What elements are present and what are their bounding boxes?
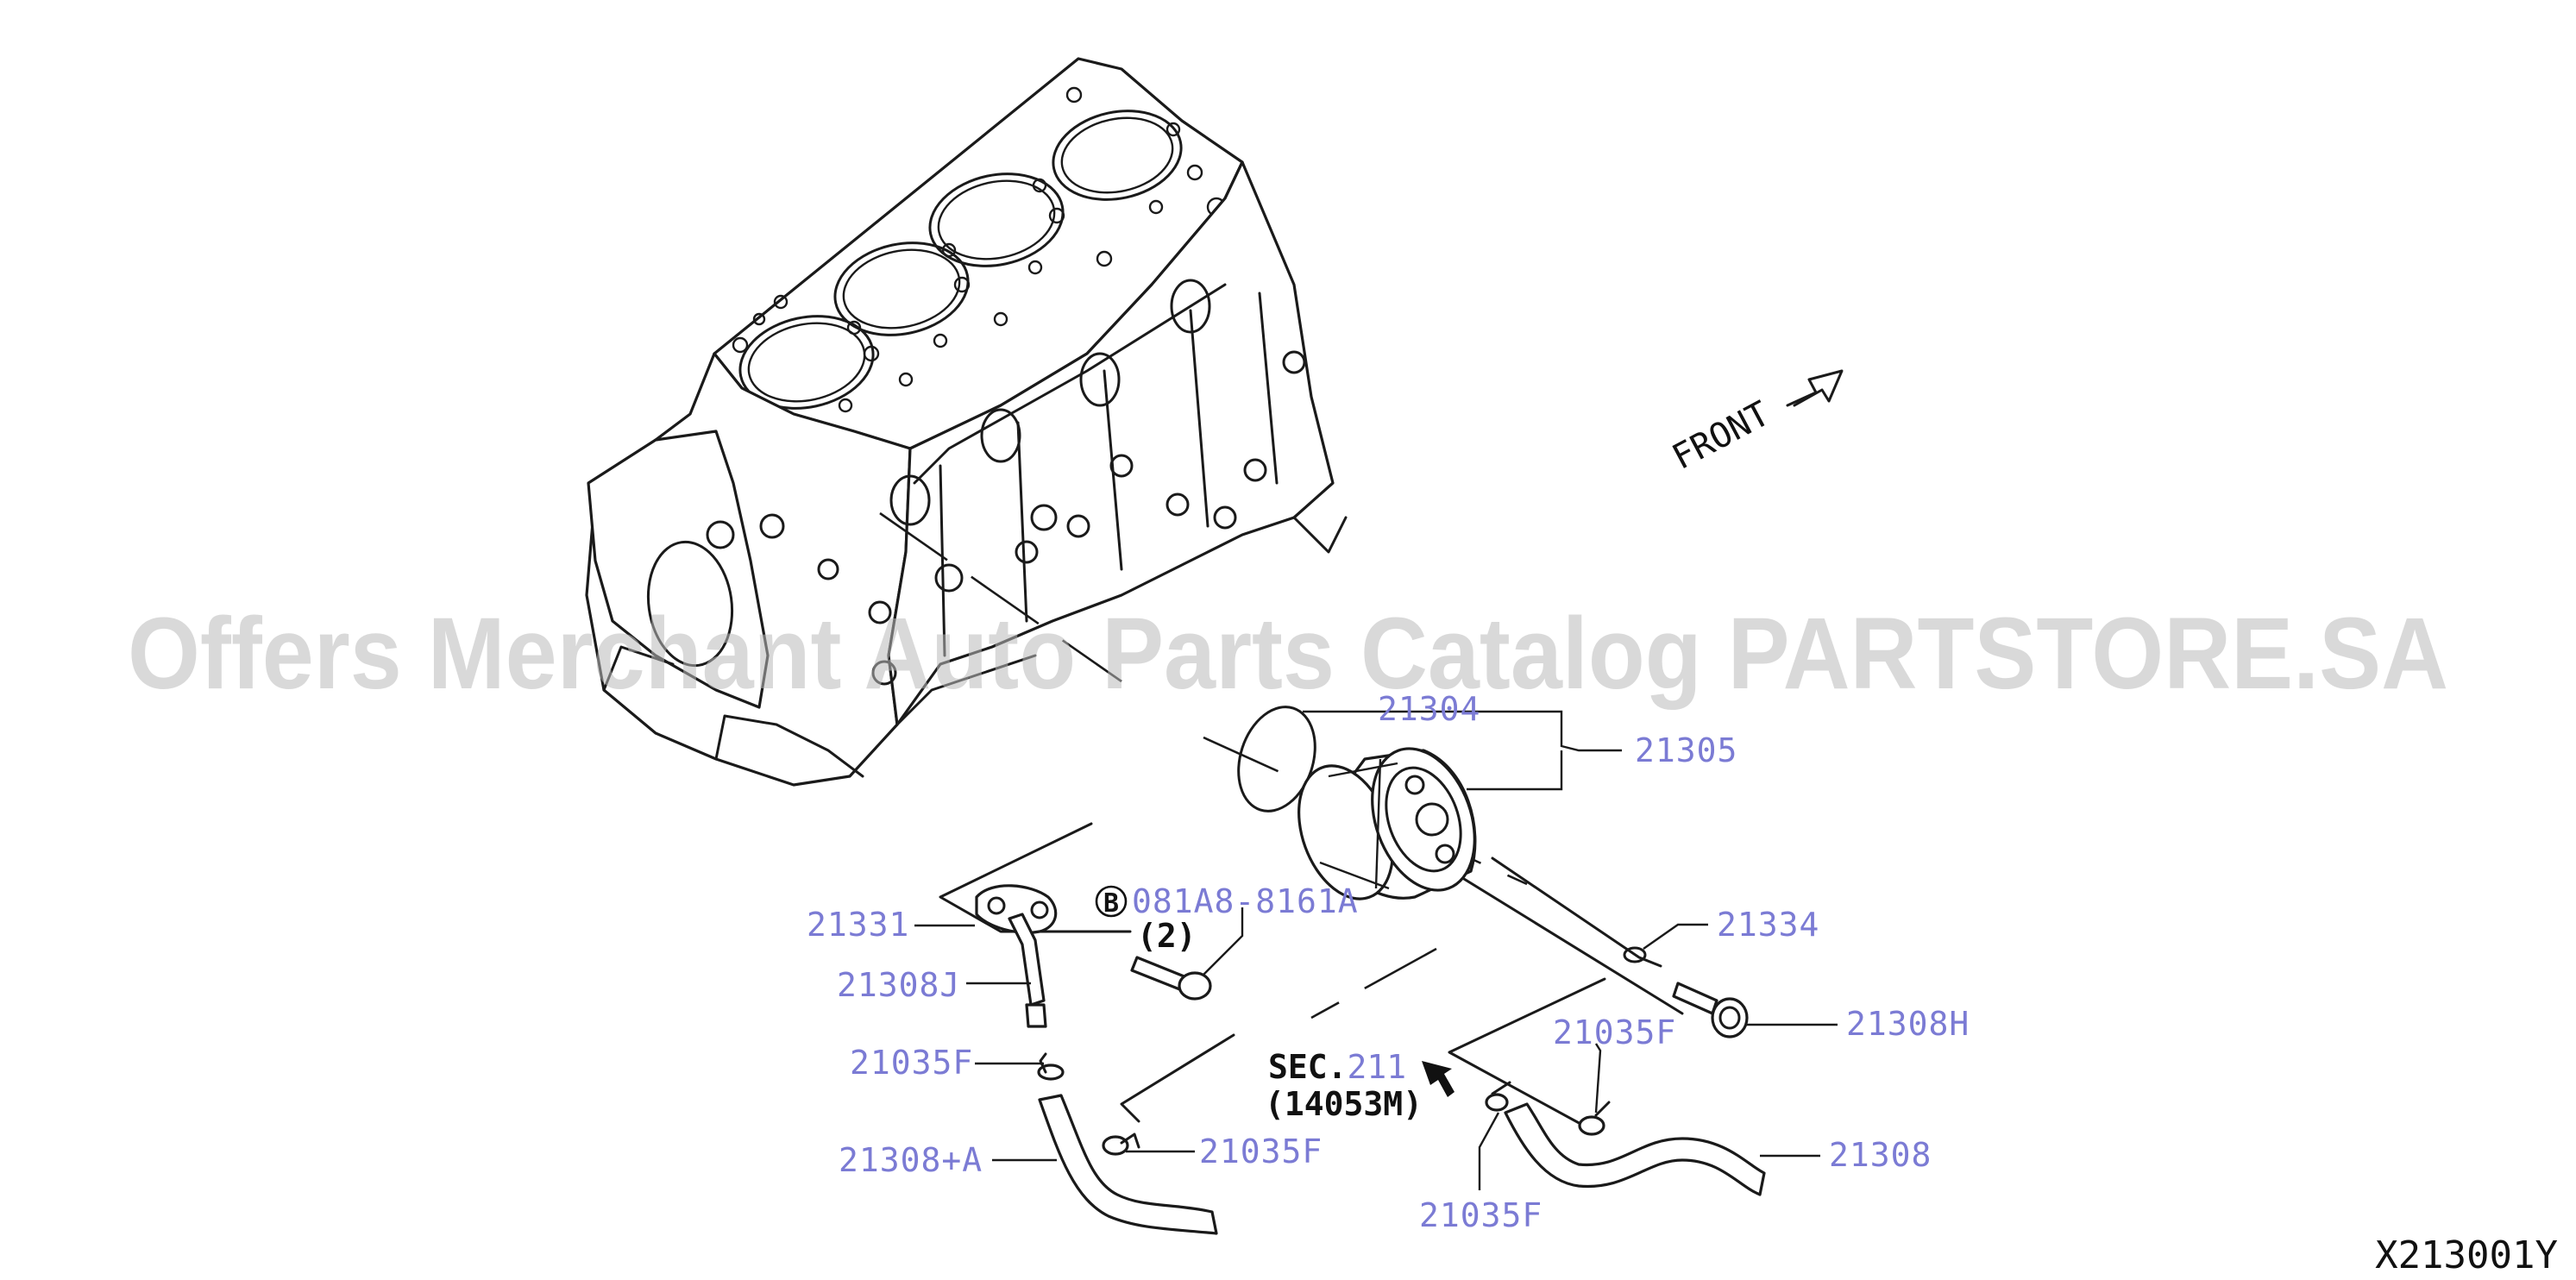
label-21334: 21334 [1717,906,1819,944]
callout-labels: 21304 21305 21331 B 081A8-8161A (2) 2130… [807,690,1970,1234]
oil-cooler-assembly [1237,706,1477,900]
section-prefix: SEC. [1268,1048,1348,1086]
label-21331: 21331 [807,906,909,944]
section-subref: (14053M) [1265,1085,1423,1123]
bolt-081a8-8161a [1130,956,1212,1001]
section-reference: SEC.211 [1268,1048,1406,1086]
section-arrow [1422,1061,1454,1097]
label-21035f-b: 21035F [1199,1133,1323,1170]
label-21308: 21308 [1829,1136,1932,1174]
left-oil-pipe [975,884,1218,1235]
label-081a8-8161a: 081A8-8161A [1132,882,1359,920]
bolt-21308h [1623,946,1749,1038]
engine-block-illustration [585,57,1348,787]
leader-lines [914,710,1838,1190]
watermark-text: Offers Merchant Auto Parts Catalog PARTS… [128,597,2448,711]
figure-code: X213001Y [2375,1233,2558,1277]
label-21035f-d: 21035F [1419,1196,1542,1234]
front-direction-arrow: FRONT [1666,369,1844,478]
label-21035f-c: 21035F [1553,1013,1676,1051]
label-bolt-qty: (2) [1137,917,1197,955]
label-21305: 21305 [1635,731,1737,769]
front-label: FRONT [1666,394,1776,478]
bolt-b-letter: B [1103,888,1119,919]
label-21035f-a: 21035F [850,1044,973,1082]
label-21308h: 21308H [1846,1005,1970,1043]
section-number: 211 [1348,1048,1407,1086]
oil-cooler-gasket [1237,706,1316,813]
label-21308j: 21308J [837,966,960,1004]
right-oil-hose [1485,1081,1766,1196]
bolt-b-marker: B [1095,885,1128,919]
label-21304: 21304 [1378,690,1480,728]
label-21308a: 21308+A [839,1141,983,1179]
